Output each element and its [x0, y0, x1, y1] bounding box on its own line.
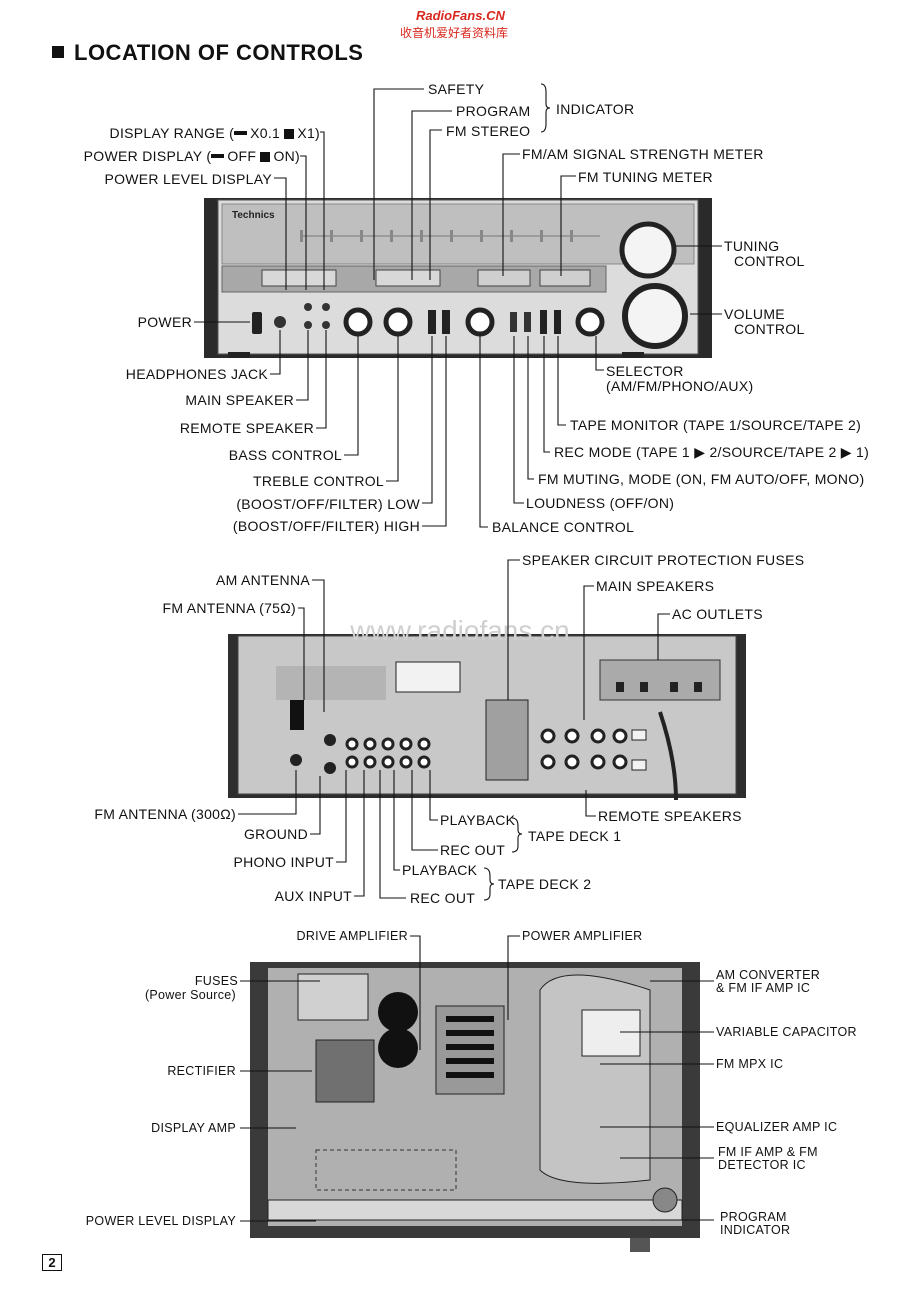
label-selector: SELECTOR [606, 363, 684, 379]
label-td2-rec-out: REC OUT [410, 890, 476, 906]
label-phono-input: PHONO INPUT [233, 854, 334, 870]
label-tuning: TUNING [724, 238, 780, 254]
label-filter-low: (BOOST/OFF/FILTER) LOW [236, 496, 420, 512]
brand-logo: Technics [232, 210, 275, 221]
half-square-icon [211, 154, 225, 159]
label-tape-monitor: TAPE MONITOR (TAPE 1/SOURCE/TAPE 2) [570, 417, 862, 433]
label-am-converter: AM CONVERTER [716, 968, 821, 982]
label-fm-tuning-meter: FM TUNING METER [578, 169, 713, 185]
display-range-a: X0.1 [250, 125, 281, 141]
label-program: PROGRAM [456, 103, 531, 119]
label-filter-high: (BOOST/OFF/FILTER) HIGH [232, 518, 420, 534]
label-main-speakers: MAIN SPEAKERS [596, 578, 715, 594]
label-remote-speakers: REMOTE SPEAKERS [598, 808, 742, 824]
watermark-text: www.radiofans.cn [349, 615, 569, 646]
label-rec-mode: REC MODE (TAPE 1 ▶ 2/SOURCE/TAPE 2 ▶ 1) [554, 444, 870, 460]
label-balance-control: BALANCE CONTROL [492, 519, 635, 535]
label-fm-antenna-300: FM ANTENNA (300Ω) [94, 806, 236, 822]
page-title-text: LOCATION OF CONTROLS [74, 40, 364, 65]
site-name: RadioFans.CN [416, 8, 505, 23]
label-speaker-fuses: SPEAKER CIRCUIT PROTECTION FUSES [522, 552, 805, 568]
power-display-prefix: POWER DISPLAY ( [83, 148, 212, 164]
label-fm-if-amp-ic: & FM IF AMP IC [716, 981, 811, 995]
label-bass-control: BASS CONTROL [228, 447, 342, 463]
display-range-prefix: DISPLAY RANGE ( [109, 125, 235, 141]
label-ac-outlets: AC OUTLETS [672, 606, 763, 622]
label-fm-muting-mode: FM MUTING, MODE (ON, FM AUTO/OFF, MONO) [538, 471, 865, 487]
label-signal-strength-meter: FM/AM SIGNAL STRENGTH METER [522, 146, 764, 162]
label-fm-if-amp-fm: FM IF AMP & FM [718, 1145, 818, 1159]
label-tape-deck-2: TAPE DECK 2 [498, 876, 592, 892]
display-range-b: X1) [297, 125, 320, 141]
label-td1-playback: PLAYBACK [440, 812, 516, 828]
page-title: LOCATION OF CONTROLS [52, 40, 363, 66]
filled-square-icon [260, 152, 271, 162]
label-drive-amplifier: DRIVE AMPLIFIER [296, 929, 408, 943]
label-indicator: INDICATOR [556, 101, 635, 117]
label-safety: SAFETY [428, 81, 485, 97]
label-fm-antenna-75: FM ANTENNA (75Ω) [162, 600, 296, 616]
label-display-amp: DISPLAY AMP [151, 1121, 236, 1135]
power-display-a: OFF [227, 148, 257, 164]
label-ground: GROUND [243, 826, 308, 842]
half-square-icon [234, 131, 248, 136]
label-power: POWER [137, 314, 192, 330]
filled-square-icon [284, 129, 295, 139]
power-display-b: ON) [273, 148, 300, 164]
label-tuning-control: CONTROL [734, 253, 805, 269]
label-headphones-jack: HEADPHONES JACK [125, 366, 268, 382]
label-aux-input: AUX INPUT [274, 888, 352, 904]
label-treble-control: TREBLE CONTROL [253, 473, 384, 489]
label-fuses: FUSES [194, 974, 238, 988]
label-loudness: LOUDNESS (OFF/ON) [526, 495, 675, 511]
rear-panel-illustration: www.radiofans.cn [228, 615, 746, 801]
label-selector-options: (AM/FM/PHONO/AUX) [606, 378, 754, 394]
label-rectifier: RECTIFIER [167, 1064, 236, 1078]
label-program-indicator: PROGRAM [720, 1210, 787, 1224]
label-fuses-power-source: (Power Source) [144, 988, 236, 1002]
label-td1-rec-out: REC OUT [440, 842, 506, 858]
label-td2-playback: PLAYBACK [402, 862, 478, 878]
label-detector-ic: DETECTOR IC [718, 1158, 806, 1172]
title-square-bullet [52, 46, 64, 58]
label-variable-capacitor: VARIABLE CAPACITOR [716, 1025, 857, 1039]
label-equalizer-amp-ic: EQUALIZER AMP IC [716, 1120, 838, 1134]
label-volume: VOLUME [724, 306, 785, 322]
label-internal-power-level-display: POWER LEVEL DISPLAY [85, 1214, 236, 1228]
label-power-display: POWER DISPLAY ( OFF ON) [84, 148, 300, 164]
label-fm-stereo: FM STEREO [446, 123, 531, 139]
label-display-range: DISPLAY RANGE ( X0.1 X1) [110, 125, 320, 141]
label-volume-control: CONTROL [734, 321, 805, 337]
site-name-cn: 收音机爱好者资料库 [400, 26, 509, 40]
internal-view-illustration [250, 962, 700, 1252]
label-power-amplifier: POWER AMPLIFIER [522, 929, 643, 943]
page-number: 2 [42, 1254, 62, 1271]
label-program-indicator-2: INDICATOR [720, 1223, 791, 1237]
label-fm-mpx-ic: FM MPX IC [716, 1057, 784, 1071]
label-main-speaker: MAIN SPEAKER [185, 392, 294, 408]
label-tape-deck-1: TAPE DECK 1 [528, 828, 622, 844]
label-remote-speaker: REMOTE SPEAKER [179, 420, 314, 436]
label-am-antenna: AM ANTENNA [215, 572, 310, 588]
label-power-level-display: POWER LEVEL DISPLAY [104, 171, 272, 187]
